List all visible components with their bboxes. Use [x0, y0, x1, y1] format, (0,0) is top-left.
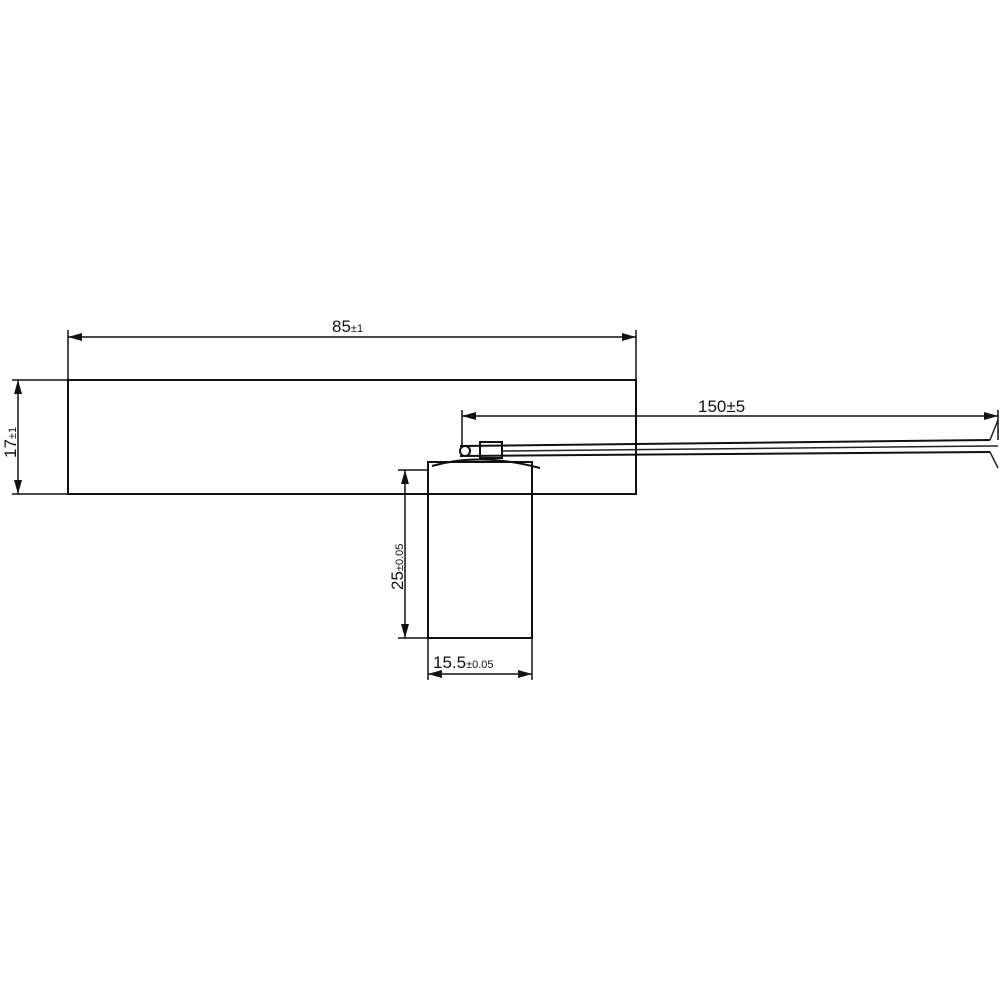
dim-length-label: 85±1: [332, 317, 363, 336]
dim-connector-height-label: 25±0.05: [388, 544, 407, 590]
connector-block: [427, 458, 541, 639]
dim-connector-height: 25±0.05: [388, 469, 428, 639]
cable: [459, 419, 999, 469]
dim-cable-length: 150±5: [461, 397, 999, 446]
dim-height-label: 17±1: [1, 427, 20, 458]
dim-connector-width: 15.5±0.05: [427, 638, 533, 680]
dim-length: 85±1: [67, 317, 637, 380]
dim-height: 17±1: [1, 379, 68, 495]
antenna-body: [67, 379, 637, 495]
dim-cable-length-label: 150±5: [698, 397, 745, 416]
dim-connector-width-label: 15.5±0.05: [433, 653, 494, 672]
